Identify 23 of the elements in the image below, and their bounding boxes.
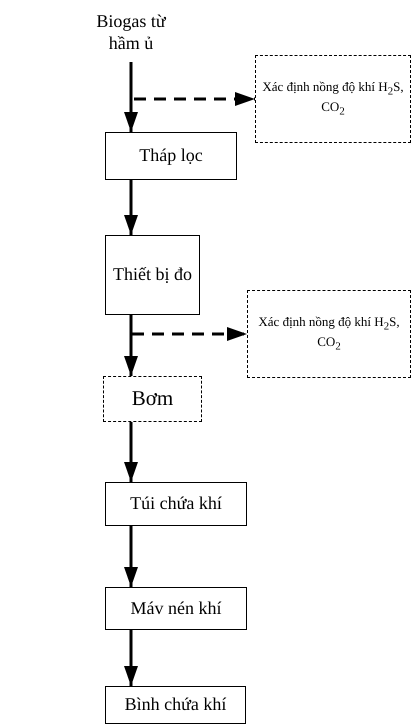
dashed-arrow xyxy=(130,315,247,341)
dashed-arrow xyxy=(130,62,255,106)
box-label: Bơm xyxy=(130,386,174,412)
analysis-box xyxy=(247,290,411,378)
process-box xyxy=(105,132,237,180)
process-box xyxy=(105,587,247,630)
arrow xyxy=(124,180,138,235)
process-box xyxy=(105,686,246,724)
process-box xyxy=(103,376,202,422)
box-label: Túi chứa khí xyxy=(129,493,223,515)
box-label: Xác định nồng độ khí H$_{2}$S, CO$_{2}$ xyxy=(257,314,401,354)
box-label: Máv nén khí xyxy=(130,598,222,620)
process-box xyxy=(105,235,200,315)
arrow xyxy=(124,526,138,587)
process-box xyxy=(105,482,247,526)
box-label: Bình chứa khí xyxy=(124,694,228,716)
analysis-box xyxy=(255,55,411,143)
box-label: Xác định nồng độ khí H$_{2}$S, CO$_{2}$ xyxy=(261,79,405,119)
arrow xyxy=(124,630,138,686)
source-label: Biogas từ hầm ủ xyxy=(95,11,168,55)
box-label: Tháp lọc xyxy=(138,145,204,167)
arrow xyxy=(124,422,138,482)
box-label: Thiết bị đo xyxy=(112,264,193,286)
